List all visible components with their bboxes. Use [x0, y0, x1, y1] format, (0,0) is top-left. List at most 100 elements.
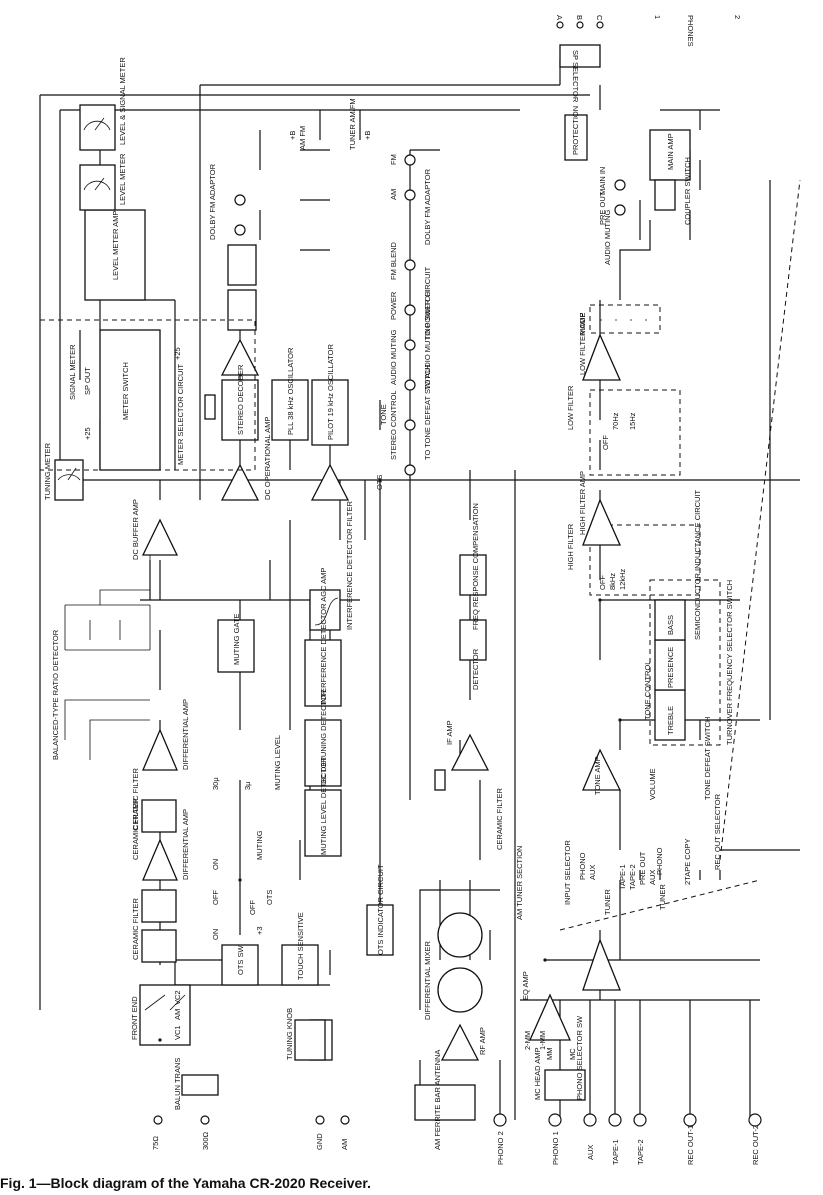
terminal-rec-out2: REC OUT-2	[751, 1125, 760, 1165]
ferrite-antenna-label: AM FERRITE BAR ANTENNA	[433, 1050, 442, 1150]
touch-sensitive-label: TOUCH SENSITIVE	[296, 912, 305, 980]
protection-label: PROTECTION	[571, 106, 580, 155]
hf-12k-label: 12kHz	[618, 568, 627, 590]
plus25-label-2: +25	[173, 347, 182, 360]
differential-amp-label-1: DIFFERENTIAL AMP	[181, 809, 190, 880]
mm-label: MM	[545, 1048, 554, 1061]
ots-sw-label: OTS SW	[236, 944, 245, 975]
ots-indicator-label: OTS INDICATOR CIRCUIT	[376, 864, 385, 955]
terminal-am: AM	[340, 1139, 349, 1150]
differential-amp-label-2: DIFFERENTIAL AMP	[181, 699, 190, 770]
ro-aux-label: AUX	[648, 870, 657, 885]
sp-out-label: SP OUT	[83, 367, 92, 395]
interference-agc-label: INTERFERENCE DETECTOR AGC AMP	[319, 568, 328, 705]
dc-detuning-label: DC DETUNING DETECTOR	[319, 689, 328, 785]
switch-on-label-2: ON	[211, 929, 220, 940]
in-tape2-label: TAPE-2	[628, 864, 637, 890]
terminal-gnd: GND	[315, 1133, 324, 1150]
ro-2tape-label: 2TAPE COPY	[683, 838, 692, 885]
pilot-label: PILOT 19 kHz OSCILLATOR	[326, 344, 335, 440]
high-filter-label: HIGH FILTER	[566, 523, 575, 570]
level-signal-meter-label: LEVEL & SIGNAL METER	[118, 57, 127, 145]
plus-b-label-1: +B	[288, 131, 297, 140]
vc2-label: VC2	[173, 990, 182, 1005]
main-in-label: MAIN IN	[598, 167, 607, 195]
jacks-and-lamps	[153, 21, 762, 1127]
phono-selector-label: PHONO SELECTOR SW	[575, 1015, 584, 1100]
eq-amp-label: EQ AMP	[521, 971, 530, 1000]
front-end-label: FRONT END	[130, 996, 139, 1040]
in-aux-label: AUX	[588, 865, 597, 880]
audio-section-labels: PHONO 2 PHONO 1 AUX TAPE-1 TAPE-2 REC OU…	[496, 15, 760, 1165]
tone-control-label: TONE CONTROL	[643, 661, 652, 720]
sp-selector-label: SP SELECTOR	[571, 50, 580, 103]
freq-response-label: FREQ RESPONSE COMPENSATION	[471, 503, 480, 630]
front-end-box	[139, 984, 191, 1046]
vc1-label: VC1	[173, 1025, 182, 1040]
muting-level-label: MUTING LEVEL	[273, 735, 282, 790]
pre-out-label: PRE OUT	[598, 191, 607, 225]
switch-on-label-1: ON	[211, 859, 220, 870]
block-diagram: 75Ω 300Ω BALUN TRANS GND AM FRONT END VC…	[39, 15, 801, 1165]
dc-buffer-amp-label: DC BUFFER AMP	[131, 499, 140, 560]
rec-out-selector-label: REC OUT SELECTOR	[713, 793, 722, 870]
low-filter-label: LOW FILTER	[566, 385, 575, 430]
differential-mixer-label: DIFFERENTIAL MIXER	[423, 941, 432, 1020]
bass-label: BASS	[666, 615, 675, 635]
figure-caption: Fig. 1—Block diagram of the Yamaha CR-20…	[0, 1175, 371, 1191]
vc-am-label: AM	[173, 1009, 182, 1020]
fm-lamp-label: FM	[389, 154, 398, 165]
ots-switch-label: OTS	[265, 890, 274, 905]
blocks	[39, 44, 721, 1121]
tuning-meter-label: TUNING METER	[43, 442, 52, 500]
terminal-tape2: TAPE-2	[636, 1139, 645, 1165]
mc-head-amp-label: MC HEAD AMP	[533, 1047, 542, 1100]
rf-amp-label: RF AMP	[478, 1027, 487, 1055]
main-amp-label: MAIN AMP	[666, 133, 675, 170]
muting-level-detector-label: MUTING LEVEL DETECTOR	[319, 756, 328, 855]
tone-defeat-label: TONE DEFEAT SWITCH	[703, 717, 712, 800]
power-lamp-label: POWER	[389, 291, 398, 320]
treble-label: TREBLE	[666, 706, 675, 735]
muting-gate-label: MUTING GATE	[232, 613, 241, 665]
terminal-phono2: PHONO 2	[496, 1131, 505, 1165]
fm-blend-label: FM BLEND	[389, 241, 398, 280]
semiconductor-label: SEMICONDUCTOR INDUCTANCE CIRCUIT	[693, 489, 702, 640]
terminal-300ohm: 300Ω	[201, 1131, 210, 1150]
high-filter-amp-label: HIGH FILTER AMP	[578, 471, 587, 535]
coupler-switch-label: COUPLER SWITCH	[683, 157, 692, 225]
dolby-adaptor-left-label: DOLBY FM ADAPTOR	[208, 163, 217, 240]
balun-trans-label: BALUN TRANS	[173, 1058, 182, 1110]
ratio-detector-label: BALANCED-TYPE RATIO DETECTOR	[51, 629, 60, 760]
dolby-adaptor-right-label: DOLBY FM ADAPTOR	[423, 168, 432, 245]
plus3-label: +3	[255, 926, 264, 935]
meter-switch-label: METER SWITCH	[121, 362, 130, 420]
lf-off-label: OFF	[601, 435, 610, 450]
low-filter-amp-label: LOW FILTER AMP	[578, 313, 587, 375]
input-selector-label: INPUT SELECTOR	[563, 840, 572, 905]
to-power-label: TO POWER CIRCUIT	[423, 266, 432, 340]
ots-lamp-label: OTS	[375, 475, 384, 490]
sp-b-label: B	[575, 15, 584, 20]
fm-tuner-labels: 75Ω 300Ω BALUN TRANS GND AM FRONT END VC…	[43, 57, 432, 1150]
in-phono-label: PHONO	[578, 852, 587, 880]
ceramic-filter-label-2: CERAMIC FILTER	[131, 797, 140, 860]
stereo-control-label: STEREO CONTROL	[389, 390, 398, 460]
am-tuner-section-label: AM TUNER SECTION	[515, 846, 524, 920]
hf-8k-label: 8kHz	[608, 573, 617, 590]
signal-meter-label: SIGNAL METER	[68, 344, 77, 400]
muting-label: MUTING	[255, 830, 264, 860]
pll-label: PLL 38 kHz OSCILLATOR	[286, 347, 295, 435]
switch-off-label-1: OFF	[211, 890, 220, 905]
volume-label: VOLUME	[648, 768, 657, 800]
am-ceramic-filter-label: CERAMIC FILTER	[495, 787, 504, 850]
to-audio-muting-label: TO AUDIO MUTING SWITCH	[423, 291, 432, 390]
terminal-rec-out1: REC OUT-1	[686, 1125, 695, 1165]
ceramic-filter-label-3: CERAMIC FILTER	[131, 767, 140, 830]
switch-off-label-2: OFF	[248, 900, 257, 915]
am-tuner-labels: AM FERRITE BAR ANTENNA RF AMP DIFFERENTI…	[423, 503, 524, 1150]
phones-label: PHONES	[686, 15, 695, 47]
uv30-label: 30μ	[211, 777, 220, 790]
terminal-tape1: TAPE-1	[611, 1139, 620, 1165]
lf-70-label: 70Hz	[611, 412, 620, 430]
